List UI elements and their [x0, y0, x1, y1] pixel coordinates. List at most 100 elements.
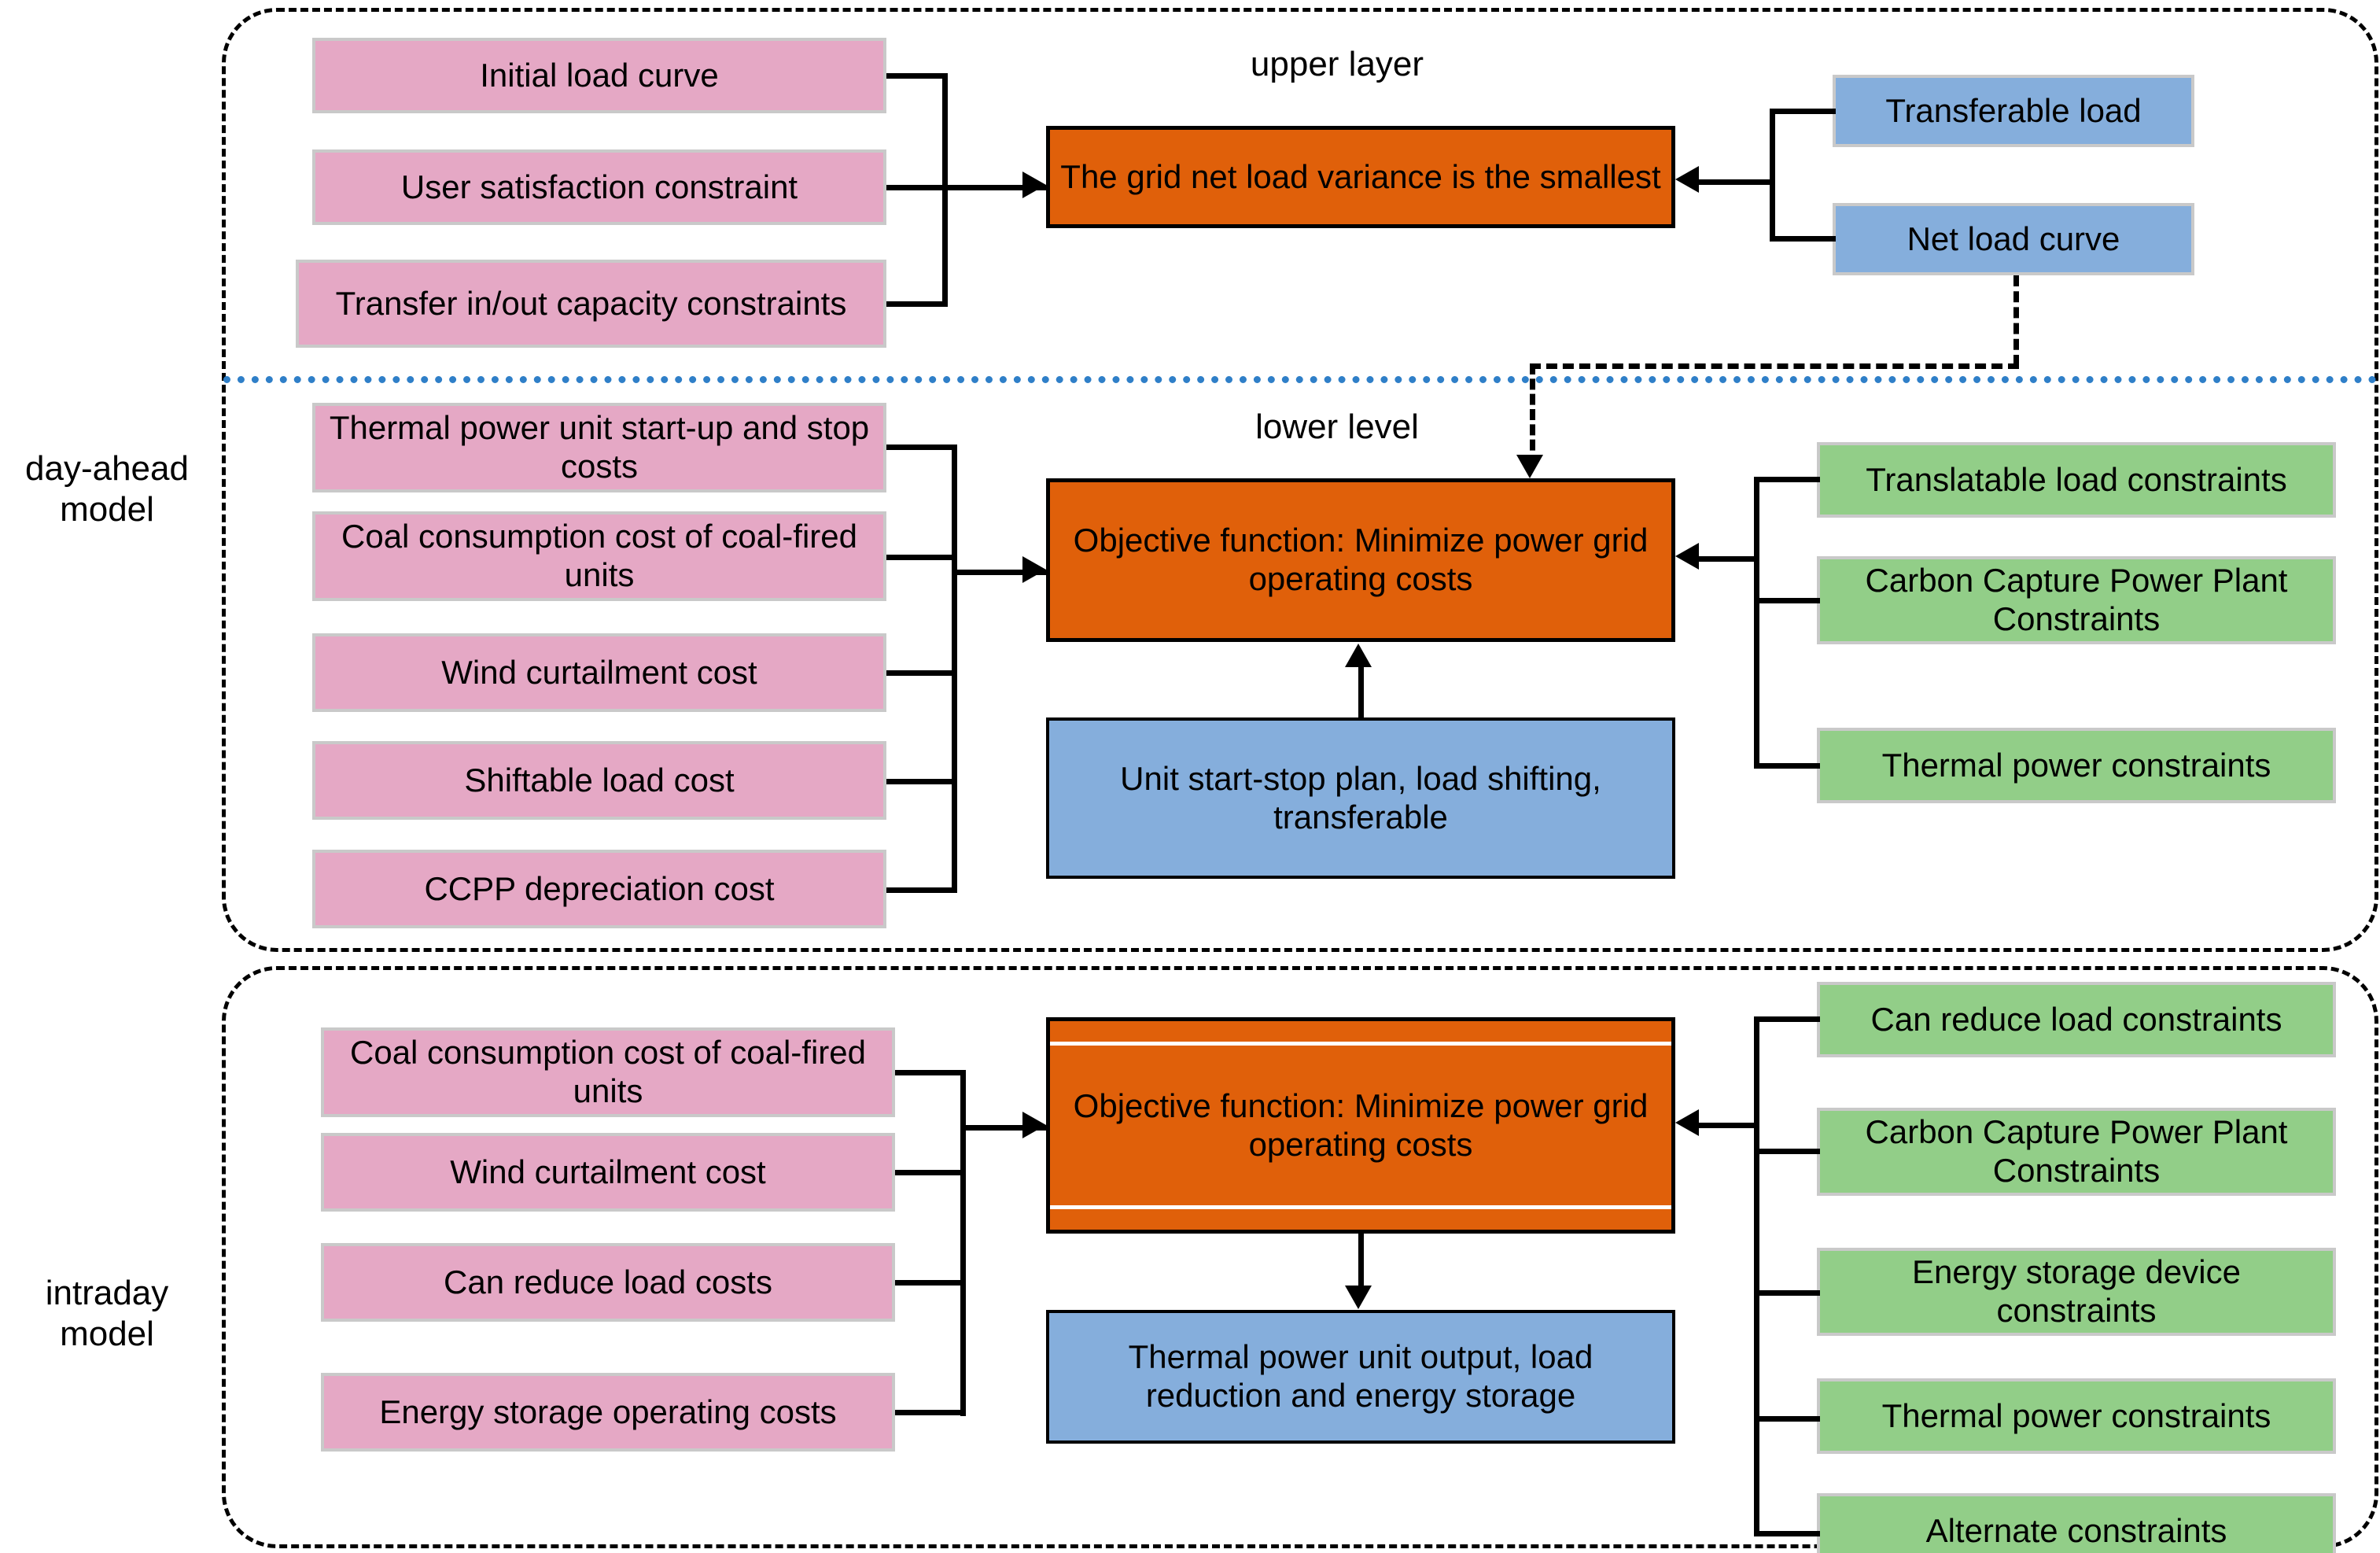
connector-upper-left-stub-3: [886, 301, 948, 307]
connector-intraday-objective-to-output: [1358, 1234, 1364, 1289]
lower-input-coal-consumption-cost-label: Coal consumption cost of coal-fired unit…: [341, 518, 857, 593]
lower-input-wind-curtailment-cost-label: Wind curtailment cost: [441, 653, 757, 691]
lower-input-ccpp-depreciation-cost: CCPP depreciation cost: [312, 850, 886, 928]
intraday-constraint-alternate-label: Alternate constraints: [1925, 1511, 2227, 1549]
lower-constraint-thermal-power: Thermal power constraints: [1817, 728, 2336, 803]
intraday-model-label: intraday model: [0, 1273, 214, 1355]
intraday-model-container: [222, 966, 2378, 1548]
upper-input-initial-load-curve: Initial load curve: [312, 38, 886, 113]
lower-output-label: Unit start-stop plan, load shifting, tra…: [1120, 759, 1601, 836]
connector-intraday-right-stub-5: [1754, 1531, 1820, 1536]
lower-objective-label: Objective function: Minimize power grid …: [1073, 522, 1649, 597]
lower-input-wind-curtailment-cost: Wind curtailment cost: [312, 633, 886, 712]
connector-lower-right-stub-3: [1754, 763, 1820, 769]
lower-output-box: Unit start-stop plan, load shifting, tra…: [1046, 717, 1675, 879]
connector-intraday-left-stub-4: [895, 1410, 966, 1415]
connector-lower-left-stub-4: [886, 779, 957, 784]
day-ahead-model-container: [222, 8, 2378, 952]
upper-input-net-load-curve: Net load curve: [1833, 203, 2194, 275]
intraday-constraint-alternate: Alternate constraints: [1817, 1493, 2336, 1553]
connector-lower-right-stub-2: [1754, 598, 1820, 603]
connector-intraday-left-stub-2: [895, 1170, 966, 1175]
arrow-lower-output-into-objective: [1345, 644, 1372, 667]
connector-lower-right-to-objective: [1699, 556, 1758, 562]
connector-upper-right-stub-2: [1770, 236, 1836, 242]
connector-upper-left-stub-1: [886, 73, 948, 79]
connector-intraday-left-bus: [960, 1070, 966, 1416]
connector-lower-left-stub-5: [886, 887, 957, 893]
intraday-constraint-thermal-power: Thermal power constraints: [1817, 1378, 2336, 1454]
intraday-constraint-energy-storage-device: Energy storage device constraints: [1817, 1248, 2336, 1336]
arrow-intraday-right-into-objective: [1675, 1109, 1699, 1136]
lower-input-coal-consumption-cost: Coal consumption cost of coal-fired unit…: [312, 511, 886, 601]
day-ahead-label-line2: model: [60, 489, 154, 529]
connector-intraday-right-stub-4: [1754, 1416, 1820, 1422]
intraday-constraint-can-reduce-load-label: Can reduce load constraints: [1870, 1000, 2282, 1038]
arrow-upper-left-into-objective: [1022, 172, 1046, 198]
upper-input-transferable-load-label: Transferable load: [1885, 91, 2142, 129]
intraday-label-line2: model: [60, 1314, 154, 1353]
upper-objective-label: The grid net load variance is the smalle…: [1060, 157, 1661, 195]
upper-input-user-satisfaction-constraint: User satisfaction constraint: [312, 149, 886, 225]
lower-level-caption: lower level: [1255, 408, 1419, 446]
intraday-objective-bottom-stripe: [1050, 1205, 1671, 1209]
arrow-dashed-into-lower-objective: [1516, 455, 1543, 478]
connector-intraday-right-stub-1: [1754, 1016, 1820, 1022]
intraday-objective-label: Objective function: Minimize power grid …: [1073, 1086, 1649, 1163]
arrow-lower-left-into-objective: [1022, 556, 1046, 583]
upper-input-transfer-capacity-constraints-label: Transfer in/out capacity constraints: [335, 284, 847, 322]
connector-intraday-right-stub-3: [1754, 1290, 1820, 1296]
lower-input-thermal-startup-stop-costs-label: Thermal power unit start-up and stop cos…: [329, 409, 870, 485]
connector-lower-left-bus: [952, 445, 957, 893]
upper-layer-caption: upper layer: [1250, 45, 1424, 83]
intraday-input-coal-consumption-cost: Coal consumption cost of coal-fired unit…: [321, 1027, 895, 1117]
upper-input-net-load-curve-label: Net load curve: [1907, 219, 2120, 257]
connector-intraday-right-to-objective: [1699, 1123, 1758, 1128]
connector-lower-right-bus: [1754, 477, 1759, 768]
intraday-constraint-carbon-capture-label: Carbon Capture Power Plant Constraints: [1865, 1113, 2288, 1189]
intraday-input-can-reduce-load-costs: Can reduce load costs: [321, 1243, 895, 1322]
intraday-constraint-can-reduce-load: Can reduce load constraints: [1817, 982, 2336, 1057]
lower-input-ccpp-depreciation-cost-label: CCPP depreciation cost: [424, 869, 775, 907]
connector-upper-left-stub-2: [886, 185, 948, 190]
arrow-intraday-left-into-objective: [1022, 1112, 1046, 1138]
upper-input-transfer-capacity-constraints: Transfer in/out capacity constraints: [296, 260, 886, 348]
arrow-upper-right-into-objective: [1675, 166, 1699, 193]
lower-input-shiftable-load-cost: Shiftable load cost: [312, 741, 886, 820]
connector-upper-right-stub-1: [1770, 109, 1836, 114]
connector-intraday-left-stub-3: [895, 1280, 966, 1286]
intraday-output-label: Thermal power unit output, load reductio…: [1128, 1338, 1593, 1414]
day-ahead-label-line1: day-ahead: [25, 449, 189, 488]
intraday-constraint-energy-storage-device-label: Energy storage device constraints: [1912, 1253, 2241, 1329]
connector-upper-left-to-objective: [942, 185, 1048, 190]
connector-lower-left-stub-2: [886, 555, 957, 560]
lower-input-shiftable-load-cost-label: Shiftable load cost: [464, 761, 735, 799]
connector-intraday-right-stub-2: [1754, 1149, 1820, 1154]
arrow-intraday-objective-into-output: [1345, 1286, 1372, 1309]
intraday-label-line1: intraday: [45, 1274, 169, 1312]
intraday-input-coal-consumption-cost-label: Coal consumption cost of coal-fired unit…: [350, 1034, 866, 1109]
connector-intraday-right-bus: [1754, 1016, 1759, 1536]
intraday-constraint-thermal-power-label: Thermal power constraints: [1881, 1396, 2271, 1434]
connector-dashed-netload-down: [2013, 275, 2019, 366]
arrow-lower-right-into-objective: [1675, 543, 1699, 570]
lower-objective-box: Objective function: Minimize power grid …: [1046, 478, 1675, 642]
connector-upper-right-to-objective: [1699, 179, 1774, 185]
connector-lower-output-to-objective: [1358, 665, 1364, 720]
intraday-input-energy-storage-operating-costs: Energy storage operating costs: [321, 1373, 895, 1452]
connector-dashed-into-lower-objective: [1530, 363, 1535, 466]
day-ahead-model-label: day-ahead model: [0, 448, 214, 530]
intraday-input-energy-storage-operating-costs-label: Energy storage operating costs: [379, 1393, 837, 1430]
connector-upper-right-bus: [1770, 109, 1775, 241]
layer-divider: [223, 376, 2377, 383]
connector-intraday-left-stub-1: [895, 1070, 966, 1075]
upper-input-initial-load-curve-label: Initial load curve: [480, 56, 719, 94]
upper-objective-box: The grid net load variance is the smalle…: [1046, 126, 1675, 228]
intraday-constraint-carbon-capture: Carbon Capture Power Plant Constraints: [1817, 1108, 2336, 1196]
lower-constraint-thermal-power-label: Thermal power constraints: [1881, 746, 2271, 784]
intraday-objective-top-stripe: [1050, 1042, 1671, 1046]
connector-intraday-left-to-objective: [960, 1125, 1048, 1131]
lower-constraint-carbon-capture: Carbon Capture Power Plant Constraints: [1817, 556, 2336, 644]
connector-lower-right-stub-1: [1754, 477, 1820, 482]
